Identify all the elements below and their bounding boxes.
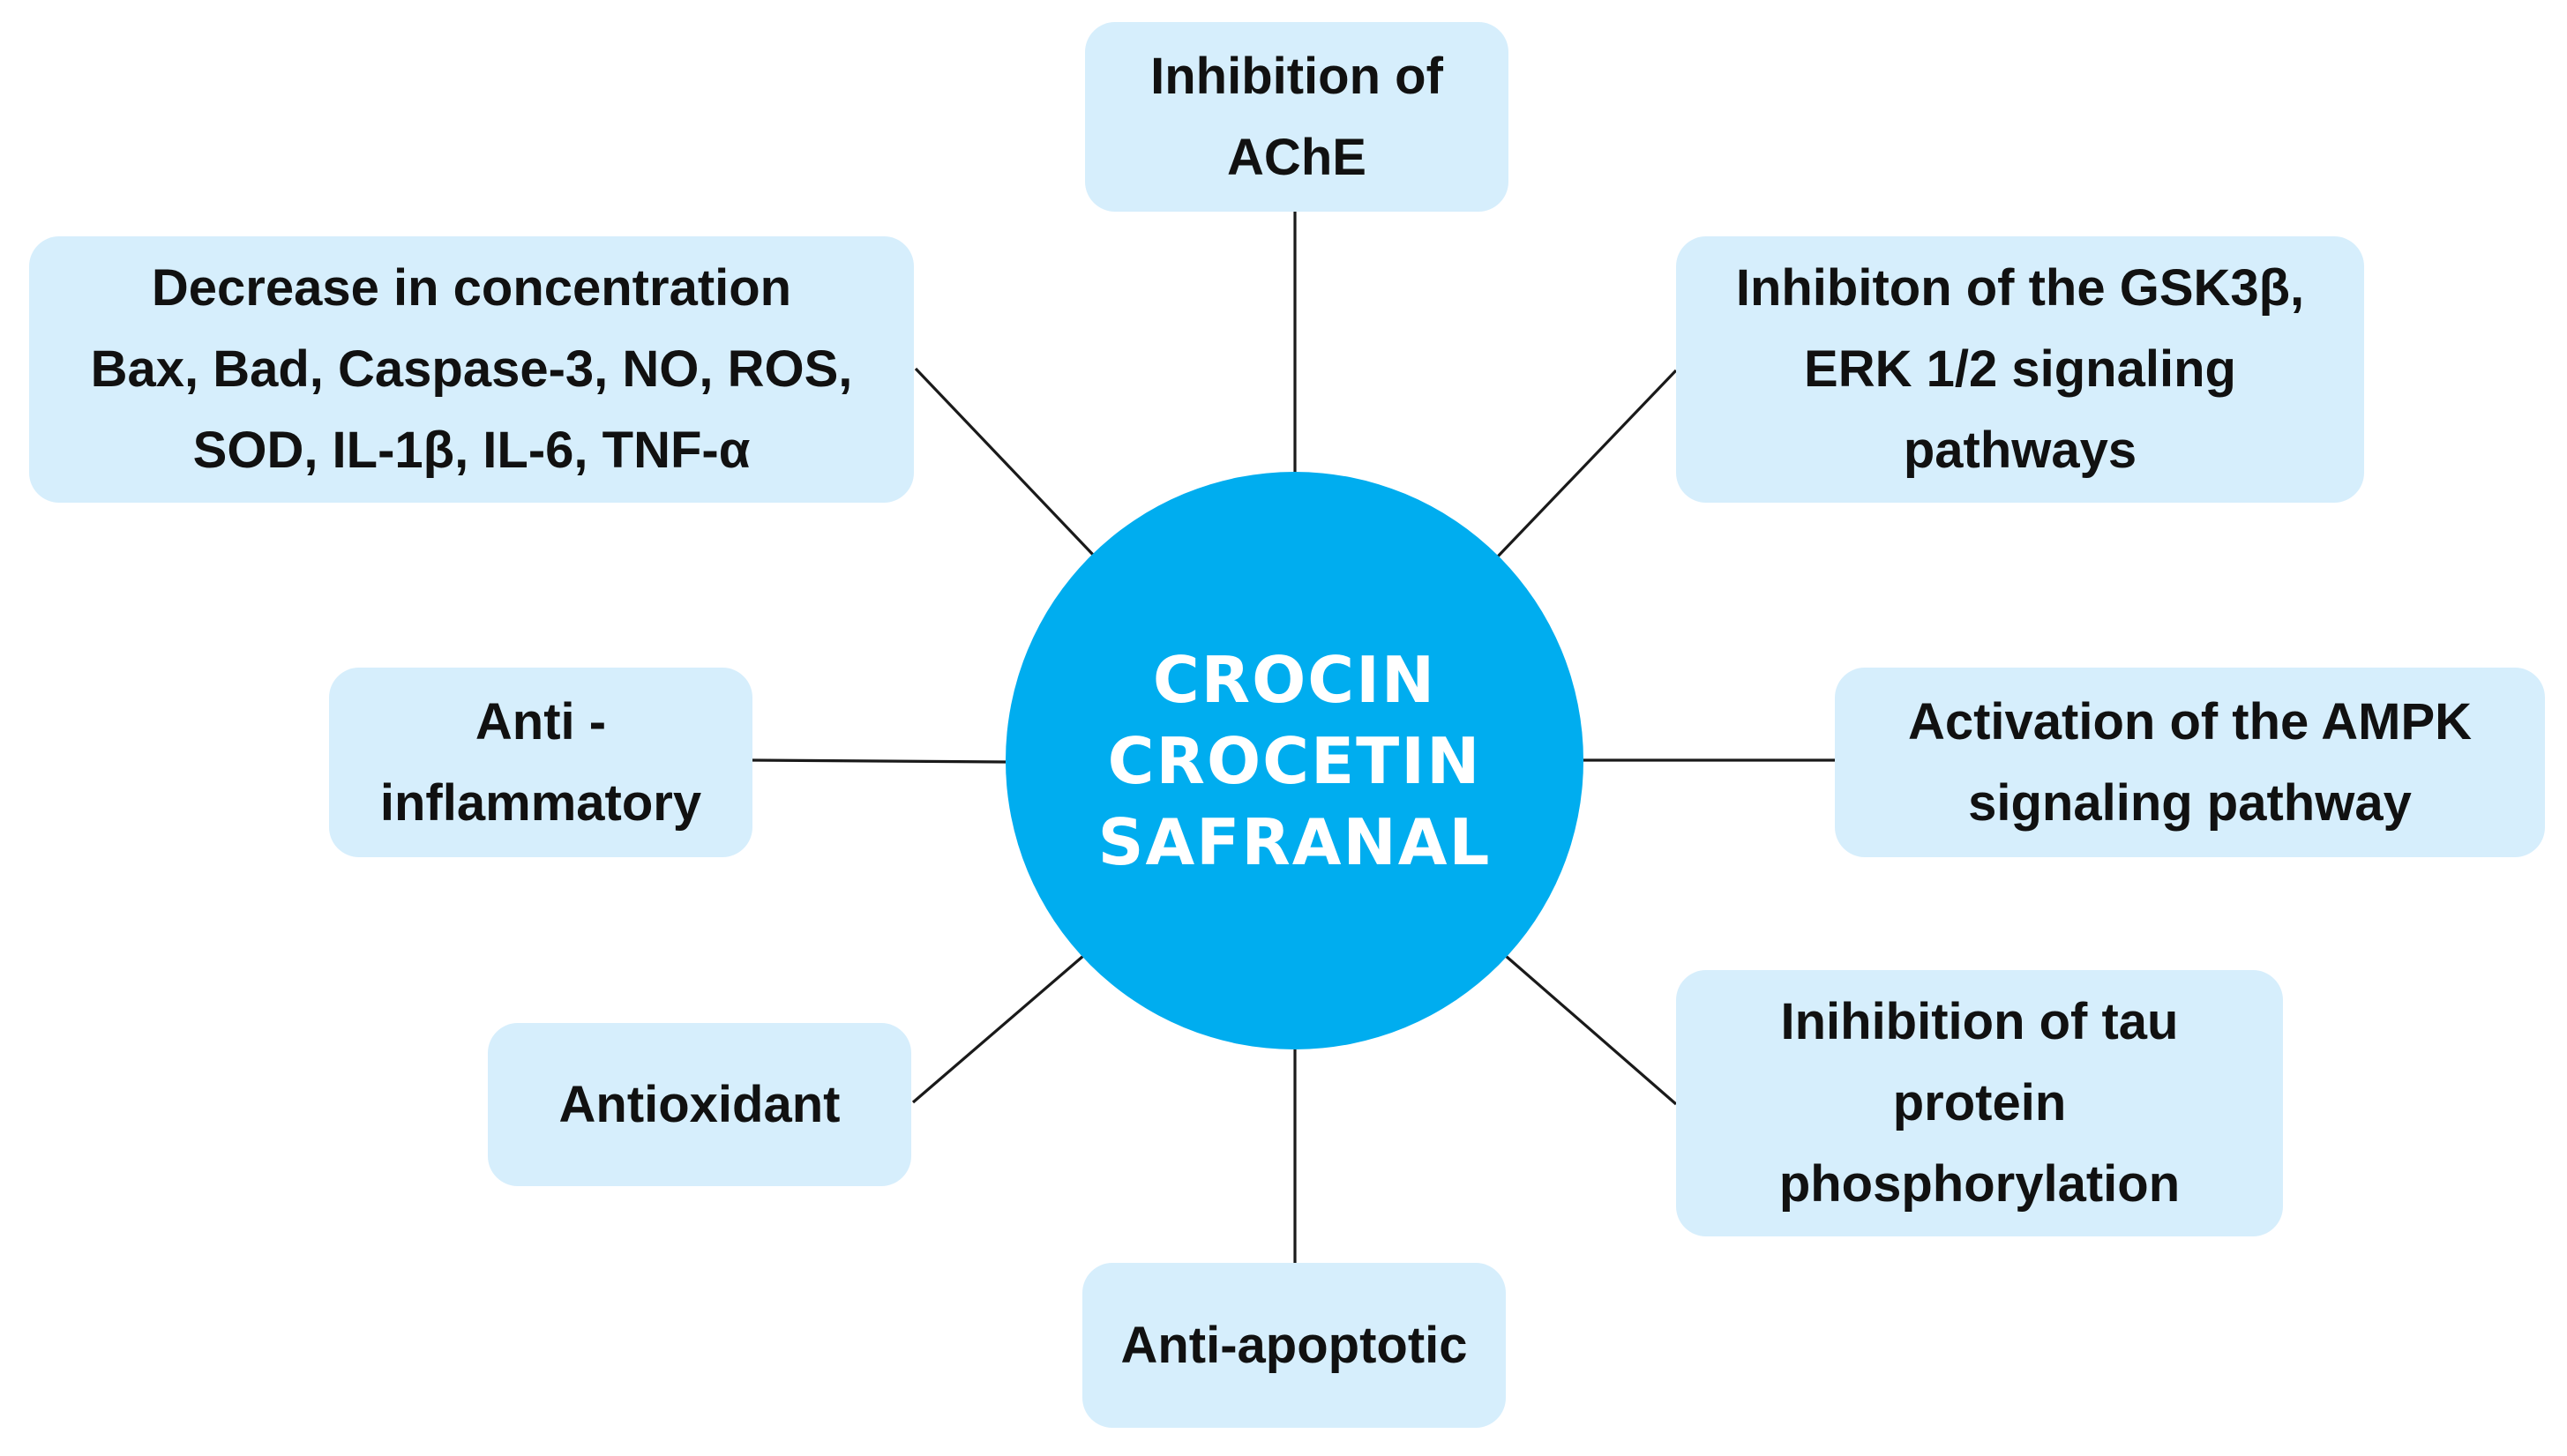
node-text-line: Bax, Bad, Caspase-3, NO, ROS, — [90, 340, 853, 398]
node-ampk: Activation of the AMPK signaling pathway — [1835, 668, 2545, 857]
connector-anti-inflammatory — [752, 758, 1007, 764]
node-text-line: AChE — [1227, 128, 1366, 186]
center-compound-crocin: CROCIN — [1152, 642, 1437, 717]
node-text-line: SOD, IL-1β, IL-6, TNF-α — [192, 422, 751, 479]
center-compound-crocetin: CROCETIN — [1107, 723, 1482, 798]
node-gsk3b-erk: Inhibiton of the GSK3β, ERK 1/2 signalin… — [1676, 236, 2364, 503]
node-text-line: phosphorylation — [1778, 1155, 2181, 1213]
node-ache: Inhibition of AChE — [1085, 22, 1508, 212]
center-compounds: CROCIN CROCETIN SAFRANAL — [1006, 472, 1583, 1049]
node-text-line: ERK 1/2 signaling — [1804, 340, 2236, 398]
node-text-line: Anti - — [475, 692, 607, 750]
center-compound-safranal: SAFRANAL — [1097, 804, 1492, 879]
node-text-line: Decrease in concentration — [151, 259, 792, 317]
connector-decrease-concentration — [914, 367, 1096, 557]
node-text-line: Antioxidant — [558, 1075, 841, 1133]
node-text-line: Anti-apoptotic — [1120, 1316, 1468, 1374]
node-antioxidant: Antioxidant — [488, 1023, 911, 1186]
node-text-line: protein — [1892, 1074, 2067, 1131]
node-text-line: inflammatory — [379, 773, 702, 832]
node-decrease-concentration: Decrease in concentration Bax, Bad, Casp… — [29, 236, 914, 503]
node-anti-apoptotic: Anti-apoptotic — [1082, 1263, 1506, 1428]
connector-tau — [1504, 954, 1678, 1106]
node-text-line: Inhibiton of the GSK3β, — [1735, 259, 2305, 317]
node-text-line: signaling pathway — [1968, 773, 2412, 832]
node-text-line: Activation of the AMPK — [1907, 692, 2473, 750]
node-text-line: Inhibition of — [1150, 47, 1443, 105]
connector-gsk3b-erk — [1495, 369, 1678, 559]
node-tau: Inihibition of tau protein phosphorylati… — [1676, 970, 2283, 1236]
node-text-line: Inihibition of tau — [1780, 993, 2179, 1050]
node-text-line: pathways — [1903, 422, 2137, 479]
node-anti-inflammatory: Anti - inflammatory — [329, 668, 752, 857]
connector-antioxidant — [911, 954, 1085, 1104]
